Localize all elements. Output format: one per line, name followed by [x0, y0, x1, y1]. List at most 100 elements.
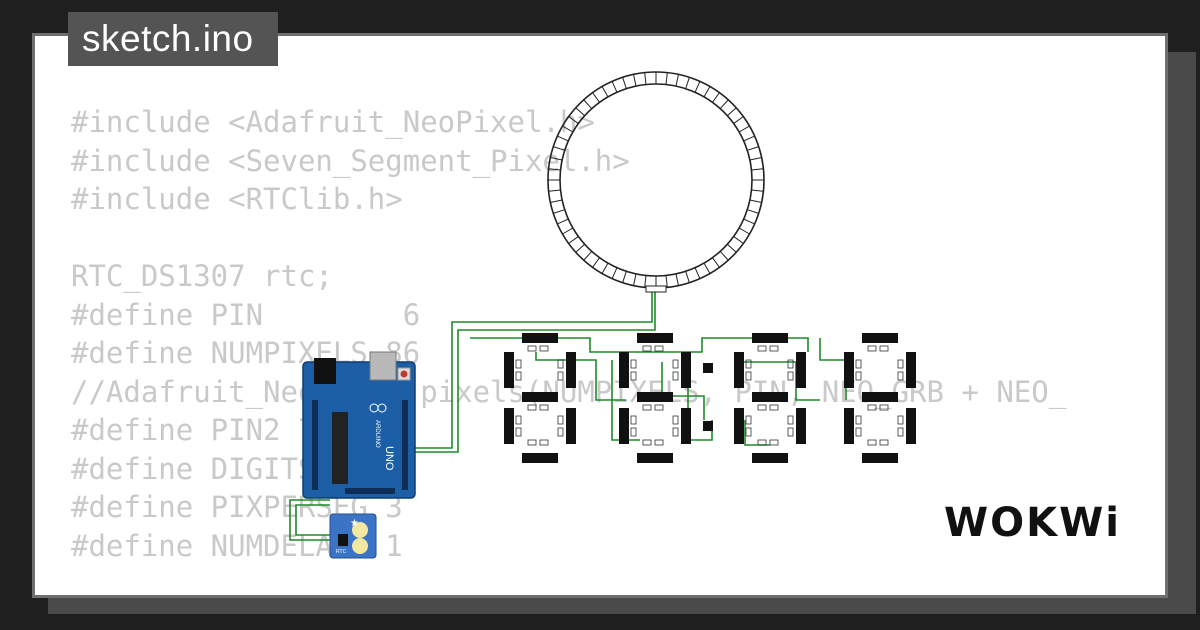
ring-pixel — [601, 262, 609, 274]
segment-top — [522, 333, 558, 343]
segment-pixel — [557, 415, 564, 425]
segment-pixel — [787, 371, 794, 381]
segment-pixel — [867, 439, 877, 446]
segment-lower-right — [681, 408, 691, 444]
segment-pixel — [879, 404, 889, 411]
ring-pixel — [611, 267, 618, 279]
ring-pixel — [611, 81, 618, 93]
segment-upper-left — [619, 352, 629, 388]
segment-pixel — [515, 427, 522, 437]
segment-pixel — [630, 415, 637, 425]
ring-pixel — [712, 257, 720, 268]
segment-middle — [862, 392, 898, 402]
segment-pixel — [654, 345, 664, 352]
segment-pixel — [515, 371, 522, 381]
segment-lower-right — [566, 408, 576, 444]
segment-lower-right — [796, 408, 806, 444]
ring-pixel — [719, 251, 729, 261]
arduino-uno-board: UNO ARDUINO — [302, 351, 416, 499]
segment-pixel — [527, 345, 537, 352]
ring-pixels — [548, 72, 764, 288]
segment-pixel — [672, 371, 679, 381]
segment-bottom — [522, 453, 558, 463]
board-logo-text: UNO — [383, 446, 395, 471]
ring-pixel — [743, 135, 755, 142]
segment-pixel — [654, 404, 664, 411]
code-line: #include <Adafruit_NeoPixel.h> — [71, 105, 595, 139]
ring-pixel — [550, 157, 563, 161]
segment-pixel — [745, 415, 752, 425]
ring-pixel — [644, 72, 647, 85]
segment-pixel — [557, 359, 564, 369]
segment-middle — [522, 392, 558, 402]
ring-pixel — [738, 125, 750, 133]
segment-bottom — [862, 453, 898, 463]
segment-upper-left — [844, 352, 854, 388]
ring-pixel — [633, 74, 637, 87]
segment-pixel — [897, 415, 904, 425]
segment-pixel — [642, 404, 652, 411]
segment-pixel — [757, 439, 767, 446]
ring-pixel — [557, 135, 569, 142]
power-jack — [314, 358, 336, 384]
segment-pixel — [757, 345, 767, 352]
ring-pixel — [703, 262, 711, 274]
segment-pixel — [527, 404, 537, 411]
ring-pixel — [712, 92, 720, 103]
ring-pixel — [665, 275, 668, 288]
segment-pixel — [630, 359, 637, 369]
segment-pixel — [769, 345, 779, 352]
segment-pixel — [757, 404, 767, 411]
seven-segment-display — [504, 333, 916, 463]
svg-text:★: ★ — [350, 518, 359, 529]
atmega-chip — [332, 412, 348, 484]
ring-pixel — [694, 267, 701, 279]
ring-pixel — [703, 86, 711, 98]
code-line: #include <RTClib.h> — [71, 182, 403, 216]
segment-bottom — [752, 453, 788, 463]
usb-port — [369, 351, 397, 381]
ring-pixel — [575, 243, 585, 253]
segment-pixel — [769, 439, 779, 446]
segment-upper-left — [734, 352, 744, 388]
ring-pixel — [553, 209, 565, 214]
ring-inner — [559, 83, 753, 277]
segment-pixel — [672, 415, 679, 425]
ring-pixel — [685, 271, 690, 283]
ring-pixel — [747, 146, 759, 151]
segment-pixel — [867, 345, 877, 352]
ring-pixel — [557, 218, 569, 225]
ring-pixel — [633, 273, 637, 286]
ring-pixel — [548, 189, 561, 192]
code-line: #define DIGITS 4 — [71, 451, 351, 486]
segment-top — [637, 333, 673, 343]
segment-pixel — [879, 345, 889, 352]
ring-pixel — [751, 168, 764, 171]
segment-pixel — [879, 439, 889, 446]
ring-pixel — [568, 116, 579, 124]
ring-pixel — [562, 227, 574, 235]
segment-lower-left — [619, 408, 629, 444]
segment-upper-right — [566, 352, 576, 388]
segment-pixel — [855, 371, 862, 381]
ring-pixel — [675, 74, 679, 87]
segment-pixel — [630, 371, 637, 381]
ring-pixel — [601, 86, 609, 98]
segment-upper-right — [796, 352, 806, 388]
ring-pixel — [644, 275, 647, 288]
ring-pixel — [622, 77, 627, 89]
ring-pixel — [553, 146, 565, 151]
ring-pixel — [550, 199, 563, 203]
segment-pixel — [787, 427, 794, 437]
segment-lower-right — [906, 408, 916, 444]
ring-pixel — [583, 99, 593, 109]
segment-middle — [752, 392, 788, 402]
segment-pixel — [672, 427, 679, 437]
segment-pixel — [855, 415, 862, 425]
ring-pixel — [727, 243, 737, 253]
segment-pixel — [787, 359, 794, 369]
segment-pixel — [515, 415, 522, 425]
ring-pixel — [749, 199, 762, 203]
segment-pixel — [855, 359, 862, 369]
ring-pixel — [622, 271, 627, 283]
